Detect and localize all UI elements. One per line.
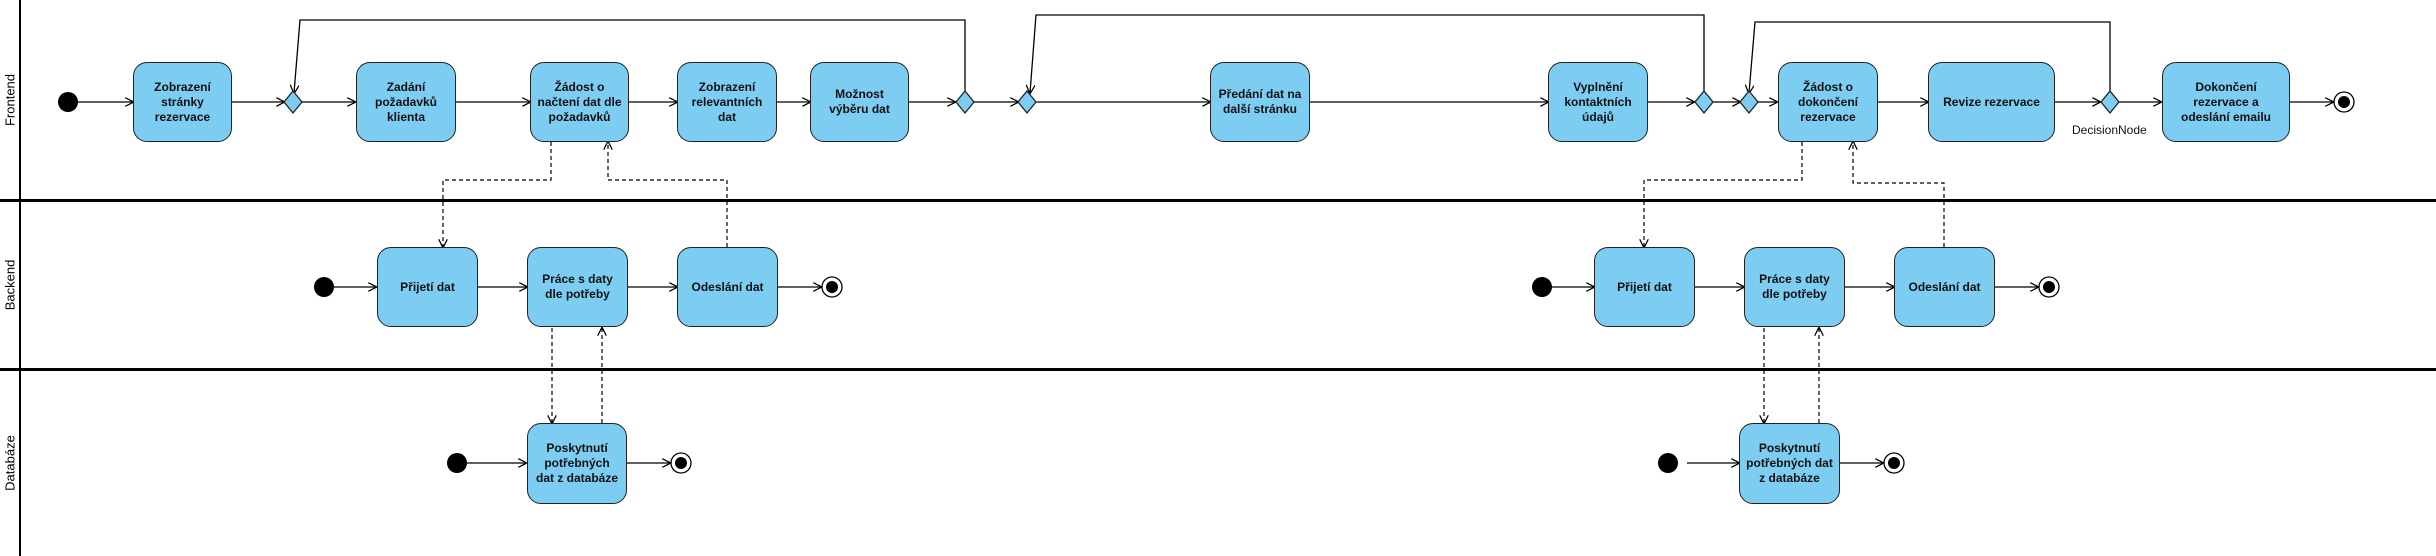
activity-be2-prace[interactable]: Práce s daty dle potřeby	[1744, 247, 1845, 327]
initial-node-frontend	[58, 92, 78, 112]
lane-separator-frontend-backend	[0, 199, 2436, 202]
final-node-database-2	[1883, 452, 1905, 474]
activity-zobrazeni-stranky[interactable]: Zobrazení stránky rezervace	[133, 62, 232, 142]
flow-decision1-loop-to-merge1	[294, 19, 966, 93]
message-flows	[443, 142, 1945, 423]
activity-be1-prijeti[interactable]: Přijetí dat	[377, 247, 478, 327]
decision-node-2	[1694, 89, 1714, 115]
msg-be1-odeslani-to-zadost	[608, 142, 728, 247]
activity-dokonceni[interactable]: Dokončení rezervace a odeslání emailu	[2162, 62, 2290, 142]
activity-be1-odeslani[interactable]: Odeslání dat	[677, 247, 778, 327]
final-node-backend-2	[2038, 276, 2060, 298]
msg-zadost-dokonceni-to-be2-prijeti	[1644, 142, 1803, 247]
final-node-frontend	[2333, 91, 2355, 113]
final-nodes	[670, 91, 2355, 474]
decision-node-label: DecisionNode	[2072, 123, 2147, 137]
msg-zadost-to-be1-prijeti	[443, 142, 552, 247]
initial-node-backend-1	[314, 277, 334, 297]
frontend-flows	[77, 14, 2333, 102]
activity-be2-prijeti[interactable]: Přijetí dat	[1594, 247, 1695, 327]
decision-node-3	[2100, 89, 2120, 115]
flow-decision2-loop-to-merge2	[1030, 14, 1705, 93]
initial-node-backend-2	[1532, 277, 1552, 297]
activity-zobrazeni-dat[interactable]: Zobrazení relevantních dat	[677, 62, 777, 142]
activity-db2-poskytnuti[interactable]: Poskytnutí potřebných dat z databáze	[1739, 423, 1840, 504]
final-node-database-1	[670, 452, 692, 474]
lane-separator-backend-database	[0, 368, 2436, 371]
initial-nodes	[58, 92, 1678, 473]
activity-zadani-pozadavku[interactable]: Zadání požadavků klienta	[356, 62, 456, 142]
activity-zadost-nacteni[interactable]: Žádost o načtení dat dle požadavků	[530, 62, 629, 142]
msg-be2-odeslani-to-zadost-dokonceni	[1853, 142, 1945, 247]
lane-header-divider	[19, 0, 21, 556]
backend-db-flows	[333, 287, 2038, 463]
activity-be1-prace[interactable]: Práce s daty dle potřeby	[527, 247, 628, 327]
activity-db1-poskytnuti[interactable]: Poskytnutí potřebných dat z databáze	[527, 423, 627, 504]
lane-label-backend: Backend	[2, 259, 17, 310]
decision-nodes	[283, 89, 2120, 115]
decision-node-1	[955, 89, 975, 115]
activity-moznost-vyberu[interactable]: Možnost výběru dat	[810, 62, 909, 142]
merge-node-2	[1017, 89, 1037, 115]
lane-label-database: Databáze	[2, 434, 17, 491]
activity-be2-odeslani[interactable]: Odeslání dat	[1894, 247, 1995, 327]
activity-zadost-dokonceni[interactable]: Žádost o dokončení rezervace	[1778, 62, 1878, 142]
merge-node-1	[283, 89, 303, 115]
merge-node-3	[1739, 89, 1759, 115]
final-node-backend-1	[821, 276, 843, 298]
activity-predani-dat[interactable]: Předání dat na další stránku	[1210, 62, 1310, 142]
initial-node-database-2	[1658, 453, 1678, 473]
activity-vyplneni-udaju[interactable]: Vyplnění kontaktních údajů	[1548, 62, 1648, 142]
initial-node-database-1	[447, 453, 467, 473]
lane-label-frontend: Frontend	[2, 73, 17, 127]
activity-revize[interactable]: Revize rezervace	[1928, 62, 2055, 142]
flow-decision3-loop-to-merge3	[1749, 21, 2111, 93]
